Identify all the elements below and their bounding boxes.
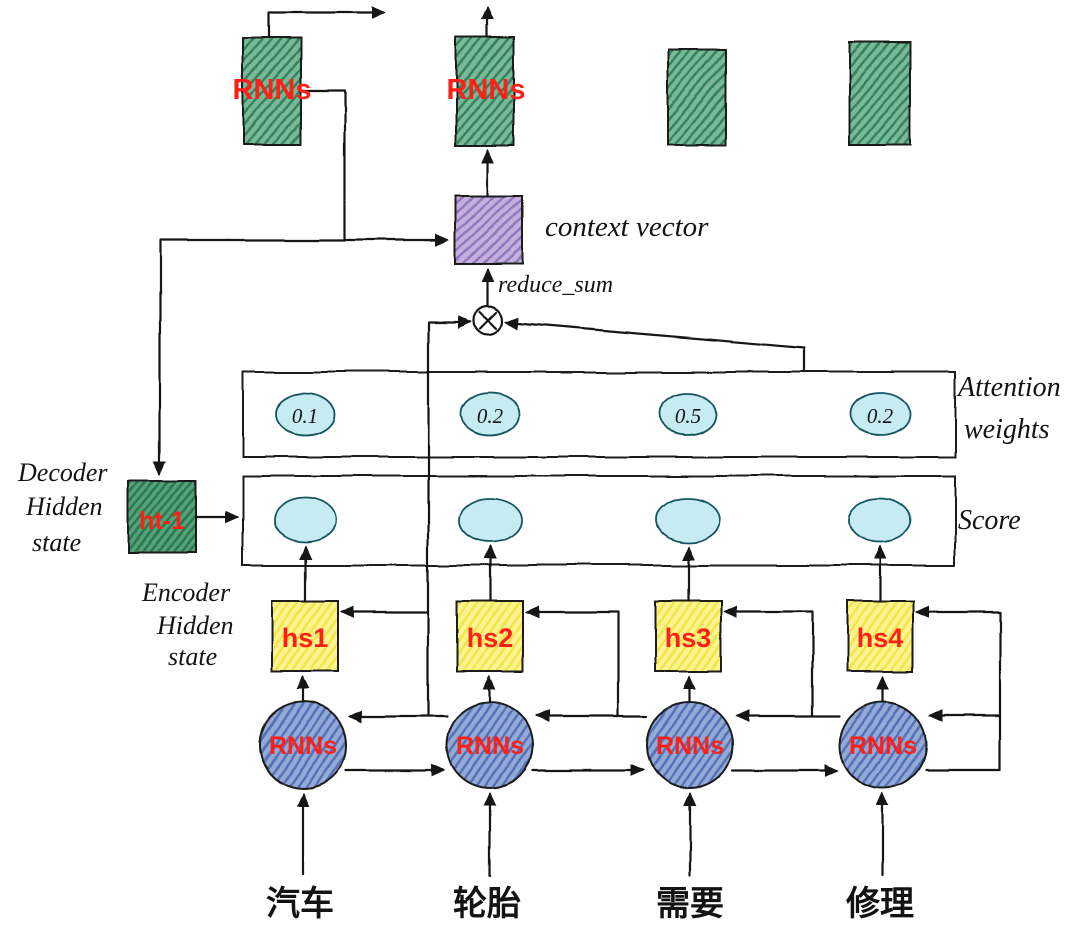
input-word-3: 需要 — [656, 884, 724, 924]
input-word-4: 修理 — [845, 884, 914, 924]
attention-weight-ellipse-4 — [850, 392, 910, 436]
decoder-rnn-box-4 — [848, 41, 911, 146]
diagram-texts: RNNs RNNs ht-1 hs1 hs2 hs3 hs4 RNNs RNNs… — [17, 74, 1061, 924]
attention-weight-value-3: 0.5 — [675, 404, 701, 428]
input-word-2: 轮胎 — [453, 884, 521, 924]
arrow-weights-to-multiply — [503, 316, 807, 373]
encoder-hidden-state-box-1 — [271, 600, 339, 672]
attention-weight-ellipse-2 — [460, 392, 520, 436]
arrow-decoder-recurrent-top — [266, 6, 386, 39]
hs3-label: hs3 — [665, 623, 712, 653]
decoder-hidden-state-label: ht-1 — [139, 507, 185, 535]
encoder-rnn-label-2: RNNs — [456, 732, 524, 760]
encoder-rnn-label-1: RNNs — [269, 732, 337, 760]
arrow-backward-to-hs3 — [722, 605, 814, 718]
attention-weights-row — [242, 371, 956, 458]
attention-weights-caption-line2: weights — [964, 414, 1050, 445]
reduce-sum-label: reduce_sum — [498, 272, 613, 298]
decoder-rnn-box-current — [455, 36, 515, 146]
arrow-backward-to-hs4 — [914, 605, 1002, 772]
decoder-rnn-box-prev — [242, 36, 302, 146]
score-ellipse-3 — [656, 497, 720, 543]
attention-weight-ellipse-1 — [275, 392, 335, 436]
encoder-caption-line1: Encoder — [141, 578, 231, 607]
decoder-caption-line2: Hidden — [25, 492, 103, 521]
score-ellipse-4 — [848, 497, 912, 543]
encoder-rnn-label-3: RNNs — [656, 732, 724, 760]
hs1-label: hs1 — [282, 623, 329, 653]
diagram-shapes — [127, 5, 1002, 877]
score-ellipse-2 — [458, 497, 522, 543]
score-caption: Score — [958, 505, 1021, 536]
attention-weights-caption-line1: Attention — [956, 372, 1061, 403]
decoder-rnn-label-1: RNNs — [233, 74, 312, 106]
decoder-rnn-label-2: RNNs — [447, 74, 526, 106]
score-row — [242, 475, 956, 566]
attention-weight-value-1: 0.1 — [292, 404, 318, 428]
arrow-rnn-prev-to-ht — [153, 238, 347, 477]
score-ellipse-1 — [273, 497, 337, 543]
encoder-caption-line3: state — [168, 642, 217, 671]
hs2-label: hs2 — [467, 623, 514, 653]
context-vector-label: context vector — [545, 211, 709, 243]
attention-weight-value-4: 0.2 — [867, 404, 894, 428]
encoder-rnn-label-4: RNNs — [849, 732, 917, 760]
encoder-caption-line2: Hidden — [156, 611, 234, 640]
context-vector-box — [454, 195, 524, 265]
attention-weight-value-2: 0.2 — [477, 404, 504, 428]
arrow-hs-to-multiply — [426, 315, 473, 718]
input-word-1: 汽车 — [266, 884, 334, 924]
decoder-caption-line3: state — [32, 528, 81, 557]
decoder-rnn-box-3 — [667, 49, 727, 146]
decoder-hidden-state-box — [127, 480, 197, 553]
decoder-caption-line1: Decoder — [17, 458, 108, 487]
hs4-label: hs4 — [857, 623, 904, 653]
encoder-hidden-state-box-2 — [456, 600, 524, 672]
multiply-x-stroke-2 — [478, 311, 498, 331]
arrow-backward-to-hs2 — [524, 605, 620, 718]
attention-weight-ellipse-3 — [658, 392, 718, 436]
arrow-rnn-prev-to-context — [299, 89, 450, 247]
